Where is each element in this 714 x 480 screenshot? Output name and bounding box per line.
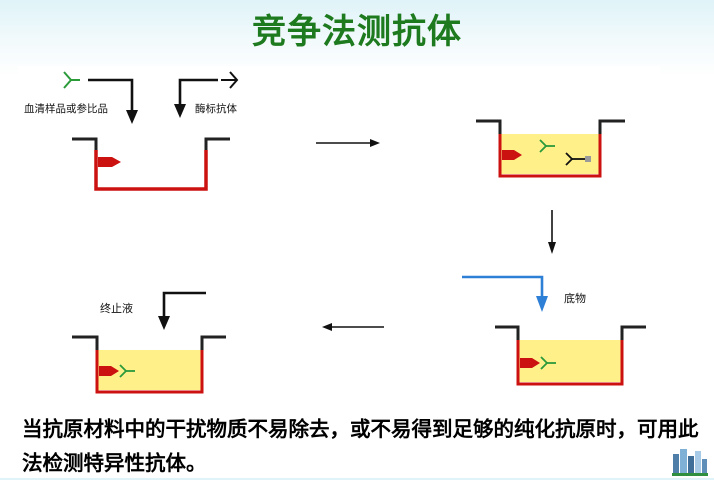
substrate-arrow xyxy=(462,275,544,298)
competitive-elisa-diagram: 血清样品或参比品 酶标抗体 底物 xyxy=(24,71,646,394)
arrowhead-step3-to-step4 xyxy=(322,323,332,331)
arrowhead-step1-to-step2 xyxy=(370,139,380,147)
step2-enzyme-antibody-icon xyxy=(565,152,591,166)
enzyme-arrow xyxy=(178,78,218,106)
label-enzyme-antibody: 酶标抗体 xyxy=(195,102,237,115)
enzyme-arrowhead xyxy=(174,104,186,118)
step2-well xyxy=(476,119,625,178)
substrate-arrowhead xyxy=(536,296,548,312)
building-logo-icon xyxy=(672,449,708,476)
step4-well xyxy=(72,335,226,394)
arrowhead-step2-to-step3 xyxy=(548,242,556,254)
step3-antigen-block xyxy=(520,358,540,368)
step3-well xyxy=(495,325,646,386)
step4-bound-antibody-icon xyxy=(119,364,135,378)
serum-arrow xyxy=(88,78,134,112)
stop-arrowhead xyxy=(158,316,170,330)
step2-antigen-block xyxy=(502,150,522,160)
serum-antibody-icon xyxy=(63,71,80,89)
step1-well xyxy=(72,137,230,191)
stop-arrow xyxy=(162,291,206,318)
caption-text: 当抗原材料中的干扰物质不易除去，或不易得到足够的纯化抗原时，可用此法检测特异性抗… xyxy=(22,417,699,475)
label-substrate: 底物 xyxy=(564,291,586,305)
step4-antigen-block xyxy=(99,366,119,376)
label-serum-and-ref: 血清样品或参比品 xyxy=(24,102,108,115)
enzyme-antibody-icon xyxy=(221,71,239,89)
page-title: 竞争法测抗体 xyxy=(252,12,462,52)
step2-free-antibody-icon xyxy=(539,139,555,153)
label-stop-solution: 终止液 xyxy=(100,301,133,315)
step1-antigen-block xyxy=(98,157,121,167)
step3-bound-antibody-icon xyxy=(540,356,556,370)
serum-arrowhead xyxy=(126,110,138,124)
